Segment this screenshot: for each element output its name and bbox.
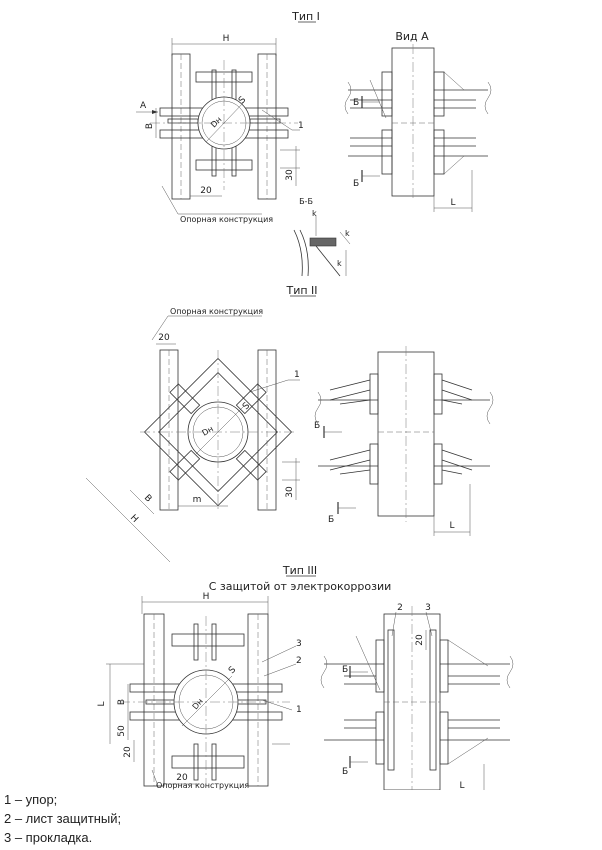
type1-section-b1: Б — [353, 98, 359, 108]
type3-title: Тип III — [282, 564, 317, 577]
type2-drawing: Тип II Опорная конструкция 20 — [85, 284, 494, 563]
type3-subtitle: С защитой от электрокоррозии — [209, 580, 392, 593]
type1-weld-k2: k — [345, 229, 350, 238]
legend-item-gasket: 3 – прокладка. — [4, 830, 93, 845]
type2-dim-30: 30 — [285, 486, 295, 498]
type3-callout-1: 1 — [296, 705, 302, 715]
type3-dim-50: 50 — [117, 725, 127, 737]
type3-dim-20-vert: 20 — [123, 746, 133, 758]
type3-dim-20: 20 — [176, 773, 188, 783]
type3-dim-b: В — [117, 699, 127, 705]
type2-support-label: Опорная конструкция — [170, 307, 263, 316]
type3-right-3: 3 — [425, 603, 431, 613]
type1-weld-k3: k — [337, 259, 342, 268]
type1-arrow-a: А — [140, 101, 147, 111]
type2-dim-m: m — [193, 495, 202, 505]
type1-dim-v: В — [145, 123, 155, 129]
legend-item-protective-sheet: 2 – лист защитный; — [4, 811, 122, 826]
type3-dim-l: L — [459, 781, 464, 790]
type3-support-label: Опорная конструкция — [156, 781, 249, 790]
type1-dim-30: 30 — [285, 169, 295, 181]
type3-dim-l-vert: L — [97, 701, 107, 706]
type1-main-view: Н Dн S — [136, 34, 304, 224]
type3-callout-3: 3 — [296, 639, 302, 649]
type3-section-b1: Б — [342, 665, 348, 675]
type1-dim-h: Н — [223, 34, 230, 44]
type2-title: Тип II — [285, 284, 317, 297]
legend-item-stop: 1 – упор; — [4, 792, 58, 807]
type2-section-b1: Б — [314, 421, 320, 431]
type1-section-bb: Б-Б k k k — [293, 197, 351, 277]
type1-view-a: Вид А Б — [344, 30, 492, 212]
type1-weld-k1: k — [312, 209, 317, 218]
type1-drawing: Тип I Н — [136, 10, 492, 277]
type1-callout-1: 1 — [298, 121, 304, 131]
type1-dim-20: 20 — [200, 186, 212, 196]
type2-dim-20: 20 — [158, 333, 170, 343]
type1-support-label: Опорная конструкция — [180, 215, 273, 224]
type3-section-view: 2 3 20 Б Б L — [320, 603, 514, 790]
type2-dim-s: S — [241, 401, 252, 412]
type1-section-b2: Б — [353, 179, 359, 189]
type2-section-b2: Б — [328, 515, 334, 525]
type2-main-view: Опорная конструкция 20 — [85, 307, 300, 563]
type3-dim-h: Н — [203, 592, 210, 602]
type1-title: Тип I — [291, 10, 320, 23]
type1-dim-s: S — [237, 95, 248, 106]
type2-dim-b: В — [142, 493, 153, 504]
type3-dim-s: S — [227, 665, 238, 676]
legend: 1 – упор; 2 – лист защитный; 3 – проклад… — [4, 790, 304, 847]
type3-right-2: 2 — [397, 603, 403, 613]
type1-dim-l: L — [450, 198, 455, 208]
type2-dim-l: L — [449, 521, 454, 531]
type3-section-b2: Б — [342, 767, 348, 777]
type2-section-view: Б Б L — [314, 346, 494, 536]
type3-callout-2: 2 — [296, 656, 302, 666]
type2-callout-1: 1 — [294, 370, 300, 380]
technical-drawing: Тип I Н — [85, 10, 514, 790]
type1-view-a-title: Вид А — [395, 30, 429, 43]
type2-dim-h: Н — [128, 513, 140, 525]
type3-main-view: Н Dн S 3 — [97, 592, 302, 790]
type3-drawing: Тип III С защитой от электрокоррозии Н — [97, 564, 514, 790]
type3-right-20: 20 — [415, 634, 425, 646]
type1-section-title: Б-Б — [299, 197, 313, 206]
